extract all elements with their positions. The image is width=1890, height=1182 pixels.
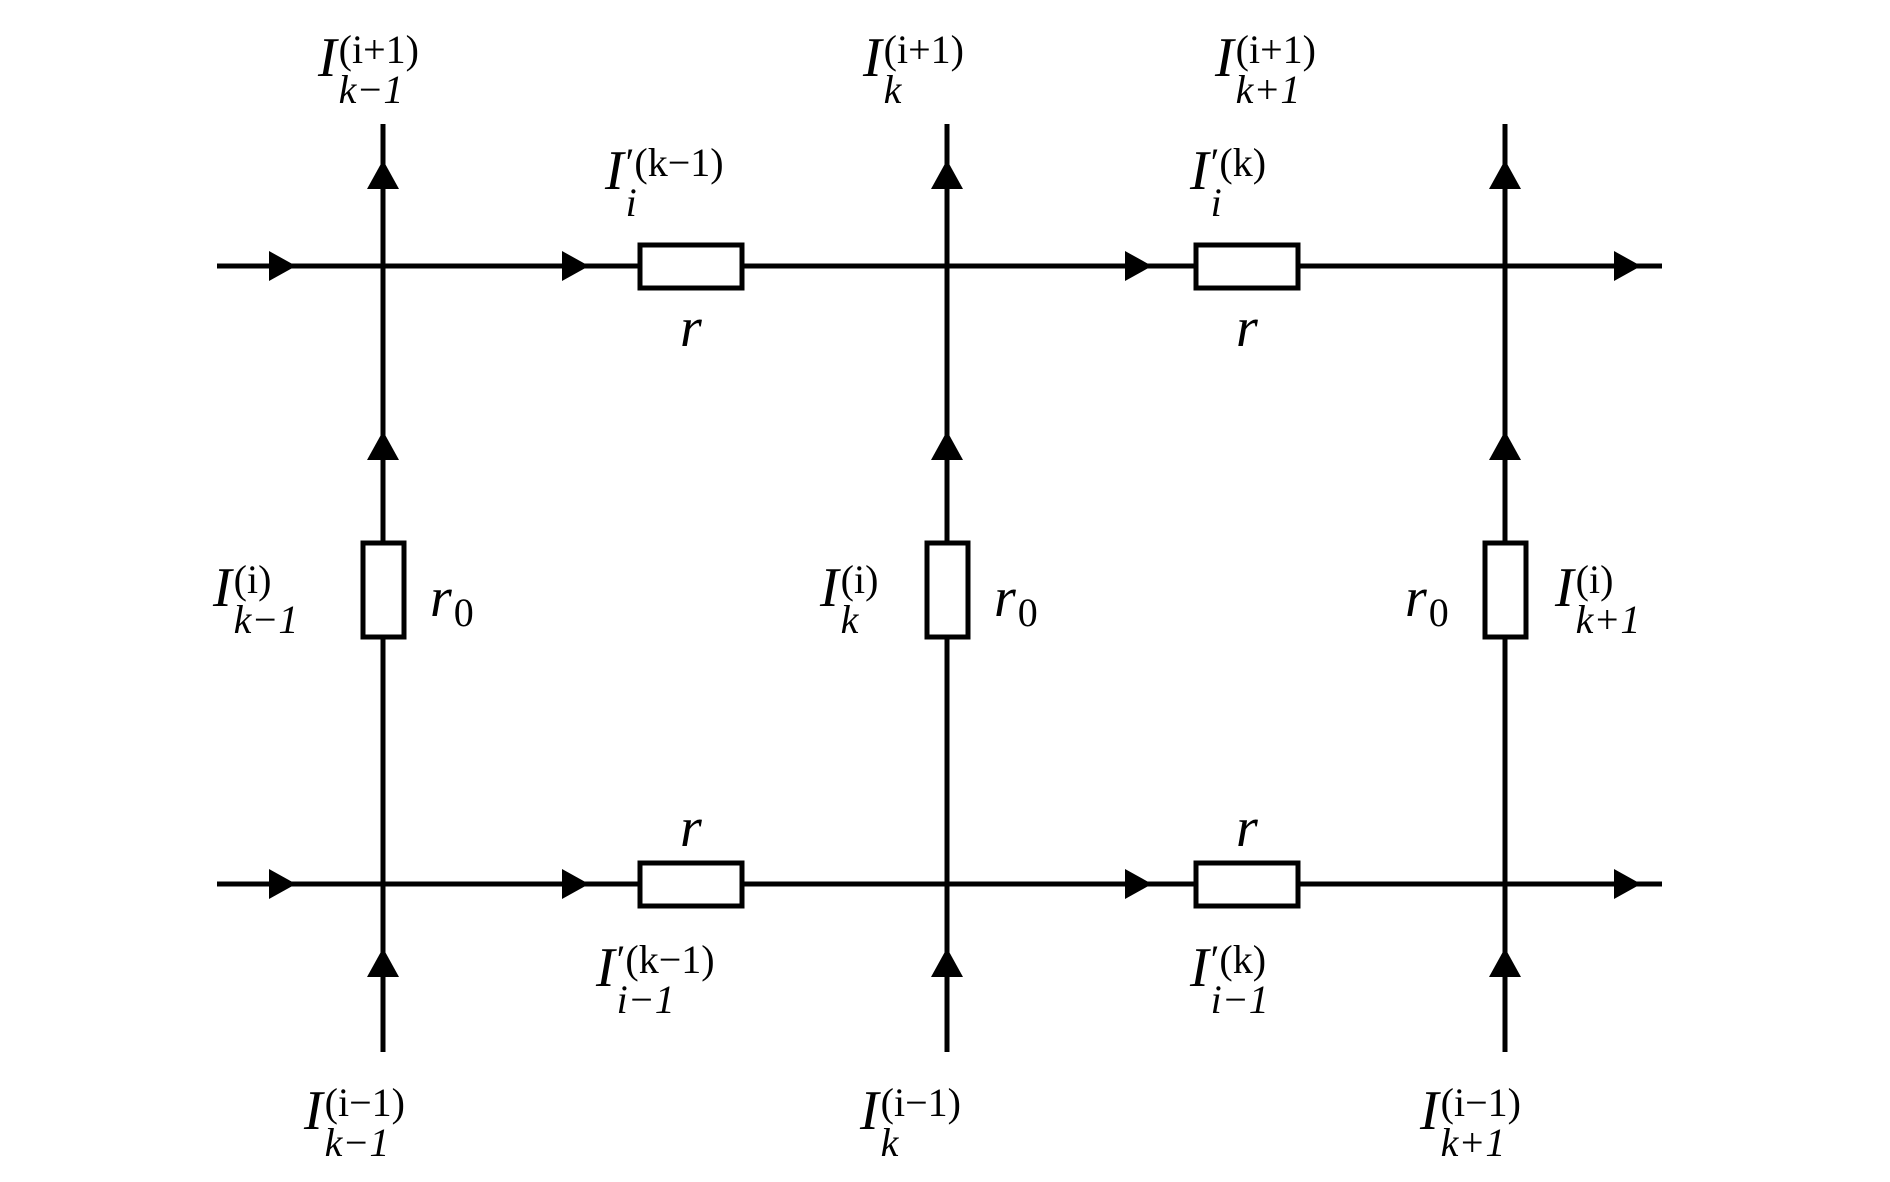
label-top-right-current: I (i+1) k+1 — [1215, 30, 1316, 110]
label-sub: k−1 — [338, 67, 404, 112]
label-sup: ′(k) — [1210, 937, 1267, 982]
label-top-left-current: I (i+1) k−1 — [318, 30, 419, 110]
arrow-up-icon — [931, 160, 963, 189]
label-base: I — [1190, 937, 1209, 999]
arrow-right-icon — [562, 251, 589, 281]
label-sup: (i−1) — [324, 1080, 405, 1125]
label-bottom-left-current: I (i−1) k−1 — [304, 1083, 405, 1163]
resistor-bottom-right — [1193, 860, 1301, 909]
resistor-vertical-middle — [924, 540, 971, 640]
label-base: I — [1190, 140, 1209, 202]
label-sup: (i−1) — [880, 1080, 961, 1125]
label-sup: (i) — [840, 557, 879, 602]
label-sub: i−1 — [616, 977, 675, 1022]
label-sub: i — [1210, 180, 1222, 225]
arrow-right-icon — [1614, 251, 1641, 281]
arrow-up-icon — [367, 160, 399, 189]
label-sub: k+1 — [1440, 1120, 1506, 1165]
resistor-vertical-right — [1482, 540, 1529, 640]
arrow-right-icon — [269, 869, 296, 899]
label-base: I — [605, 140, 624, 202]
label-bottom-middle-current: I (i−1) k — [860, 1083, 961, 1163]
label-branch-top-right: I ′(k) i — [1190, 143, 1266, 223]
label-resistor-r0-left: r0 — [430, 567, 474, 635]
label-base: I — [820, 557, 839, 619]
arrow-up-icon — [931, 948, 963, 977]
label-sup: (i+1) — [883, 27, 964, 72]
arrow-up-icon — [1489, 431, 1521, 460]
label-sub: k — [883, 67, 902, 112]
label-sup: (i+1) — [338, 27, 419, 72]
label-resistor-r-bottom-right: r — [1236, 797, 1258, 859]
label-sub: i — [625, 180, 637, 225]
label-base: I — [1555, 557, 1574, 619]
label-resistor-r-bottom-left: r — [680, 797, 702, 859]
label-sup: ′(k−1) — [625, 140, 724, 185]
label-sub: i−1 — [1210, 977, 1269, 1022]
label-base: I — [596, 937, 615, 999]
arrow-right-icon — [562, 869, 589, 899]
label-sub: k+1 — [1235, 67, 1301, 112]
label-sub: k+1 — [1575, 597, 1641, 642]
label-sub: k — [840, 597, 859, 642]
label-top-middle-current: I (i+1) k — [863, 30, 964, 110]
arrow-right-icon — [269, 251, 296, 281]
label-resistor-r-top-right: r — [1236, 297, 1258, 359]
label-sup: (i) — [233, 557, 272, 602]
label-resistor-r-top-left: r — [680, 297, 702, 359]
label-base: I — [304, 1080, 323, 1142]
label-branch-bottom-right: I ′(k) i−1 — [1190, 940, 1269, 1020]
label-base: I — [863, 27, 882, 89]
resistor-vertical-left — [360, 540, 407, 640]
label-sub: k−1 — [233, 597, 299, 642]
resistor-bottom-left — [637, 860, 745, 909]
label-branch-bottom-left: I ′(k−1) i−1 — [596, 940, 715, 1020]
arrow-right-icon — [1125, 869, 1152, 899]
arrow-up-icon — [367, 431, 399, 460]
label-branch-top-left: I ′(k−1) i — [605, 143, 724, 223]
arrow-up-icon — [367, 948, 399, 977]
label-resistor-r0-middle: r0 — [994, 567, 1038, 635]
arrow-up-icon — [1489, 948, 1521, 977]
resistor-top-right — [1193, 242, 1301, 291]
label-sup: ′(k) — [1210, 140, 1267, 185]
label-sup: (i) — [1575, 557, 1614, 602]
label-bottom-right-current: I (i−1) k+1 — [1420, 1083, 1521, 1163]
label-sub: k — [880, 1120, 899, 1165]
label-base: I — [1420, 1080, 1439, 1142]
resistor-top-left — [637, 242, 745, 291]
label-middle-right-current: I (i) k+1 — [1555, 560, 1640, 640]
arrow-up-icon — [931, 431, 963, 460]
label-resistor-r0-right: r0 — [1405, 567, 1449, 635]
arrow-right-icon — [1125, 251, 1152, 281]
label-base: I — [213, 557, 232, 619]
label-base: I — [860, 1080, 879, 1142]
label-base: I — [318, 27, 337, 89]
arrow-right-icon — [1614, 869, 1641, 899]
label-middle-center-current: I (i) k — [820, 560, 878, 640]
arrow-up-icon — [1489, 160, 1521, 189]
label-sup: (i−1) — [1440, 1080, 1521, 1125]
label-sub: k−1 — [324, 1120, 390, 1165]
label-sup: ′(k−1) — [616, 937, 715, 982]
label-middle-left-current: I (i) k−1 — [213, 560, 298, 640]
label-base: I — [1215, 27, 1234, 89]
label-sup: (i+1) — [1235, 27, 1316, 72]
